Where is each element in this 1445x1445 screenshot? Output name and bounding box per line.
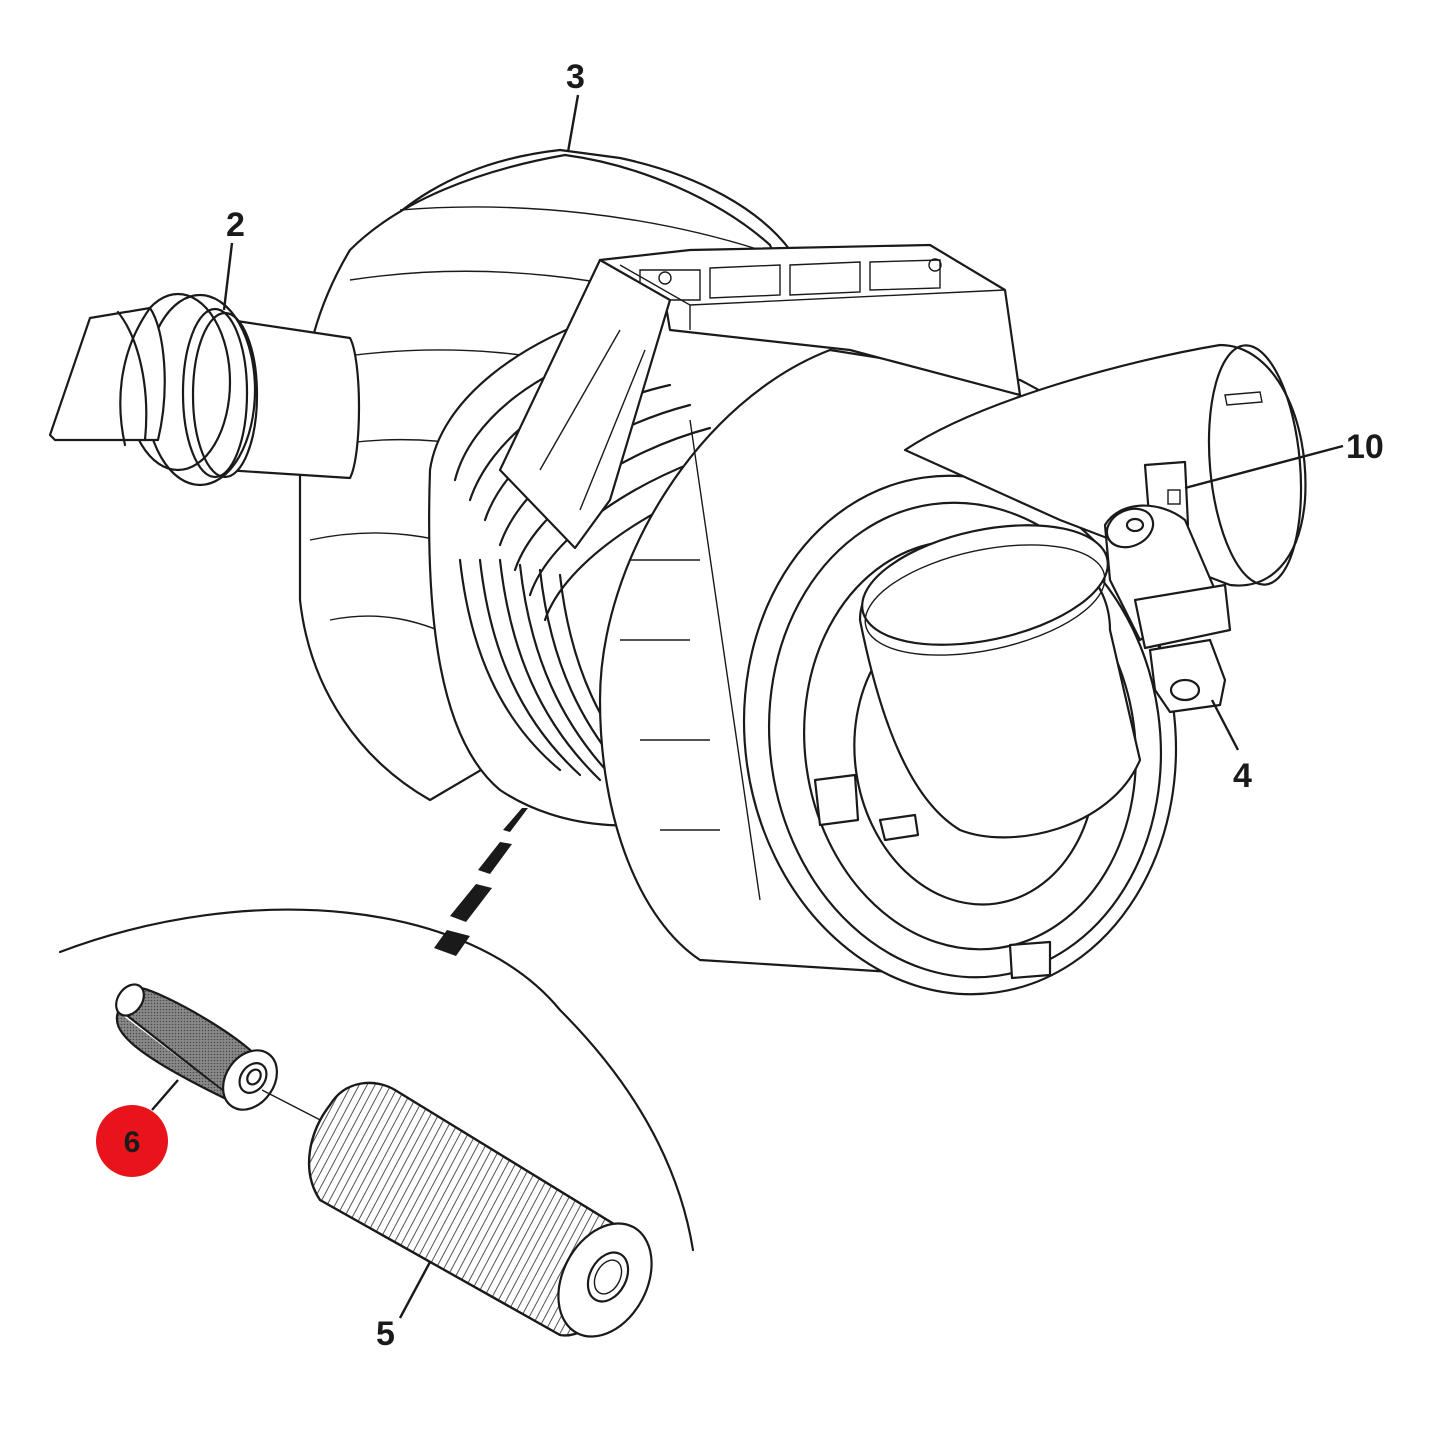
- callout-4: 4: [1233, 757, 1252, 795]
- air-cleaner-housing: [298, 148, 1307, 996]
- leader-line-4: [1210, 699, 1240, 751]
- leader-line-2: [222, 242, 234, 311]
- leader-line-6: [151, 1079, 179, 1111]
- leader-line-3: [566, 94, 580, 153]
- hose-clamp: [1148, 638, 1227, 714]
- primary-filter-element: [307, 1081, 653, 1338]
- restriction-sensor: [1103, 460, 1232, 650]
- callout-5: 5: [376, 1315, 395, 1353]
- callout-2: 2: [226, 206, 245, 244]
- detail-circle-arc: [58, 908, 695, 1252]
- callout-10: 10: [1346, 428, 1384, 466]
- callout-6-highlight[interactable]: [96, 1105, 168, 1177]
- callout-3: 3: [566, 58, 585, 96]
- leader-line-5: [398, 1261, 432, 1319]
- explode-direction-arrow: [434, 808, 528, 956]
- leader-line-10: [1184, 444, 1344, 490]
- intake-inlet-hood: [48, 292, 361, 487]
- callout-6[interactable]: 6: [124, 1126, 141, 1159]
- safety-filter-element: [115, 983, 331, 1126]
